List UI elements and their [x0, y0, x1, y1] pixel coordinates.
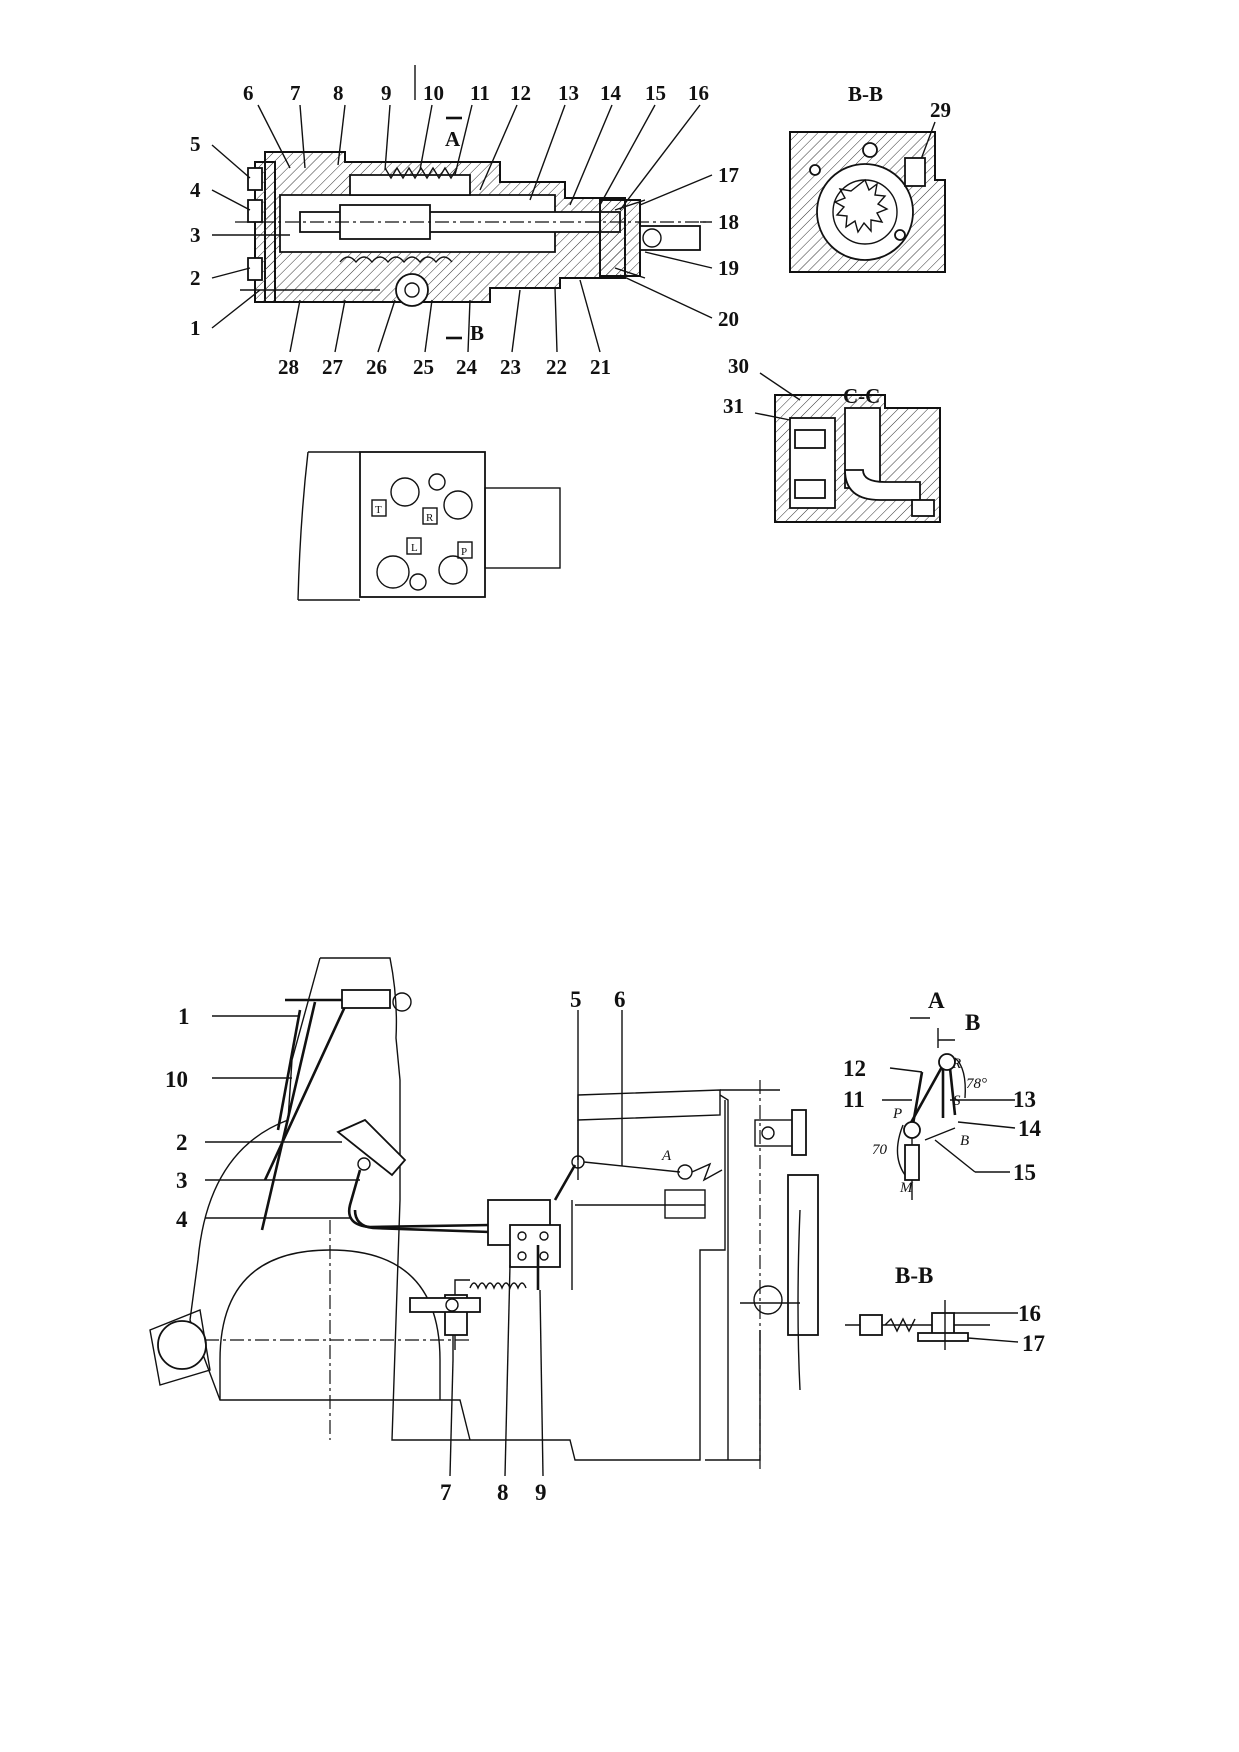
port-plate-view: T R L P — [297, 451, 561, 601]
callout-11: 11 — [470, 81, 490, 105]
section-c-c: C-C 30 31 — [723, 354, 941, 523]
section-b-b-bottom-title: B-B — [895, 1263, 933, 1288]
callout-5: 5 — [190, 132, 201, 156]
callout-s16: 16 — [1018, 1301, 1041, 1326]
view-mark-a: A — [445, 127, 461, 151]
callout-18: 18 — [718, 210, 739, 234]
callout-27: 27 — [322, 355, 343, 379]
callout-22: 22 — [546, 355, 567, 379]
detail-a: A B 12 11 13 14 15 R S P B M 78° 70 — [843, 988, 1042, 1200]
point-label-b: B — [960, 1133, 969, 1149]
top-figure-leaders — [211, 104, 713, 353]
callout-24: 24 — [456, 355, 478, 379]
section-b-b-top: B-B 29 — [789, 82, 951, 273]
callout-b6: 6 — [614, 987, 626, 1012]
bottom-figure-leaders — [205, 1010, 623, 1477]
point-label-p: P — [892, 1106, 902, 1122]
point-label-s: S — [953, 1093, 961, 1109]
detail-view-b: B — [965, 1010, 980, 1035]
callout-14: 14 — [600, 81, 622, 105]
callout-6: 6 — [243, 81, 254, 105]
top-figure-bottom-callouts: 28 27 26 25 24 23 22 21 — [278, 355, 611, 379]
top-figure-left-callouts: 5 4 3 2 1 — [190, 132, 201, 340]
linkage-assembly-drawing — [149, 957, 819, 1470]
bottom-figure-callouts: 1 10 2 3 4 5 6 7 8 9 A — [165, 987, 672, 1505]
callout-d12: 12 — [843, 1056, 866, 1081]
view-mark-b: B — [470, 321, 484, 345]
angle-70: 70 — [872, 1142, 888, 1158]
valve-cross-section — [235, 65, 710, 340]
callout-30: 30 — [728, 354, 749, 378]
callout-d11: 11 — [843, 1087, 865, 1112]
callout-8: 8 — [333, 81, 344, 105]
callout-25: 25 — [413, 355, 434, 379]
callout-31: 31 — [723, 394, 744, 418]
callout-d13: 13 — [1013, 1087, 1036, 1112]
callout-12: 12 — [510, 81, 531, 105]
callout-d15: 15 — [1013, 1160, 1036, 1185]
point-label-r: R — [951, 1056, 961, 1072]
callout-1: 1 — [190, 316, 201, 340]
callout-4: 4 — [190, 178, 201, 202]
port-label-r: R — [426, 512, 434, 524]
callout-b9: 9 — [535, 1480, 547, 1505]
callout-13: 13 — [558, 81, 579, 105]
port-label-t: T — [375, 504, 382, 516]
angle-78: 78° — [966, 1076, 987, 1092]
detail-view-a: A — [928, 988, 945, 1013]
callout-10: 10 — [423, 81, 444, 105]
callout-7: 7 — [290, 81, 301, 105]
callout-s17: 17 — [1022, 1331, 1045, 1356]
callout-21: 21 — [590, 355, 611, 379]
callout-19: 19 — [718, 256, 739, 280]
callout-d14: 14 — [1018, 1116, 1042, 1141]
view-mark-a-bottom: A — [661, 1148, 672, 1164]
point-label-m: M — [899, 1180, 914, 1196]
callout-20: 20 — [718, 307, 739, 331]
callout-b8: 8 — [497, 1480, 509, 1505]
callout-b3: 3 — [176, 1168, 188, 1193]
callout-b2: 2 — [176, 1130, 188, 1155]
callout-b1: 1 — [178, 1004, 190, 1029]
callout-b4: 4 — [176, 1207, 188, 1232]
callout-b7: 7 — [440, 1480, 452, 1505]
callout-26: 26 — [366, 355, 387, 379]
callout-17: 17 — [718, 163, 739, 187]
callout-3: 3 — [190, 223, 201, 247]
callout-b5: 5 — [570, 987, 582, 1012]
callout-16: 16 — [688, 81, 709, 105]
section-b-b-bottom: B-B 16 17 — [845, 1263, 1045, 1356]
top-figure-top-callouts: 6 7 8 9 10 11 12 13 14 15 16 — [243, 81, 709, 105]
callout-2: 2 — [190, 266, 201, 290]
callout-23: 23 — [500, 355, 521, 379]
callout-29: 29 — [930, 98, 951, 122]
port-label-l: L — [411, 542, 418, 554]
section-b-b-title: B-B — [848, 82, 883, 106]
top-figure-right-callouts: 17 18 19 20 — [718, 163, 739, 331]
callout-b10: 10 — [165, 1067, 188, 1092]
callout-15: 15 — [645, 81, 666, 105]
port-label-p: P — [461, 546, 467, 558]
callout-9: 9 — [381, 81, 392, 105]
callout-28: 28 — [278, 355, 299, 379]
